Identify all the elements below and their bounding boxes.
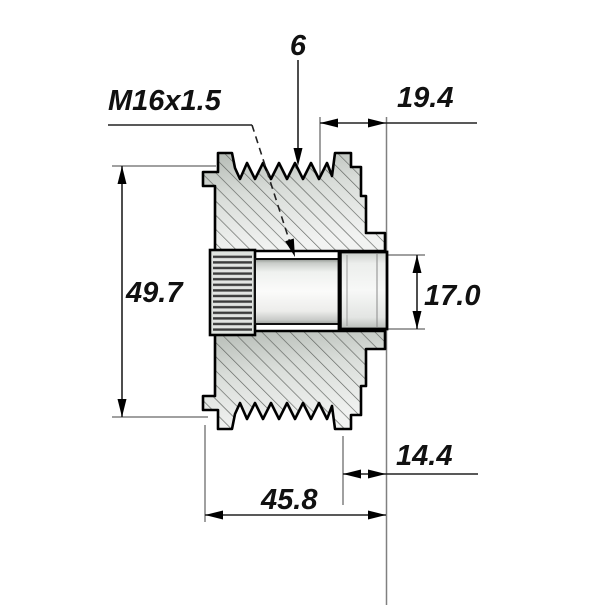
arrow-rib-count	[293, 148, 303, 166]
pulley-section	[201, 151, 389, 431]
dim-label-19-4: 19.4	[397, 82, 453, 114]
dim-label-49-7: 49.7	[125, 277, 184, 309]
dimension-labels: 6 M16x1.5 19.4 49.7 17.0 14.4 45.8	[108, 30, 480, 516]
arrow-45-8-left	[205, 510, 223, 520]
threaded-bore-shaft	[254, 258, 340, 325]
arrow-17-0-top	[412, 255, 422, 273]
dim-label-17-0: 17.0	[424, 280, 480, 312]
spline-teeth	[213, 255, 252, 331]
arrow-14-4-right	[368, 469, 386, 479]
arrow-49-7-top	[117, 166, 127, 184]
dimension-arrowheads	[117, 118, 422, 520]
pulley-upper-rib-body	[201, 151, 387, 253]
end-collar-nut	[337, 250, 389, 331]
arrow-17-0-bottom	[412, 311, 422, 329]
arrow-thread-leader	[285, 238, 295, 257]
arrow-45-8-right	[368, 510, 386, 520]
splined-sleeve	[208, 248, 257, 337]
pulley-lower-rib-body	[201, 329, 387, 431]
thread-spec-label: M16x1.5	[108, 85, 222, 117]
arrow-19-4-left	[320, 118, 338, 128]
thread-leader-dashed	[251, 124, 294, 253]
rib-count-label: 6	[290, 30, 307, 62]
dim-label-14-4: 14.4	[396, 440, 452, 472]
dim-label-45-8: 45.8	[260, 484, 318, 516]
arrow-19-4-right	[368, 118, 386, 128]
arrow-14-4-left	[343, 469, 361, 479]
arrow-49-7-bottom	[117, 399, 127, 417]
extension-lines	[112, 117, 425, 605]
